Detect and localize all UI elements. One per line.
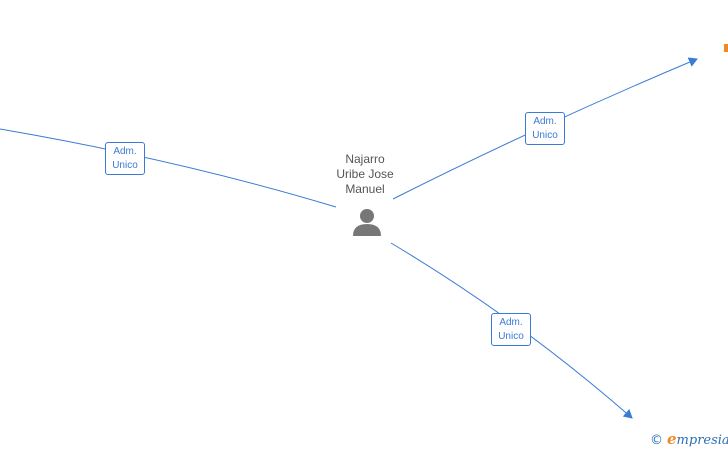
relation-role: Adm. bbox=[499, 317, 523, 328]
offscreen-node-marker bbox=[724, 44, 728, 52]
relation-role: Adm. bbox=[113, 146, 137, 157]
person-name-line-1: Najarro bbox=[345, 152, 385, 166]
relation-label-left[interactable]: Adm. Unico bbox=[105, 142, 145, 175]
person-name[interactable]: Najarro Uribe Jose Manuel bbox=[315, 152, 415, 197]
edge-left bbox=[0, 128, 337, 208]
relation-label-top-right[interactable]: Adm. Unico bbox=[525, 112, 565, 145]
relation-role: Adm. bbox=[533, 116, 557, 127]
person-name-line-2: Uribe Jose bbox=[336, 167, 394, 181]
brand-name: mpresia bbox=[676, 433, 728, 448]
relation-role-detail: Unico bbox=[498, 331, 524, 342]
brand-initial: e bbox=[667, 430, 677, 448]
empresia-watermark: © empresia bbox=[650, 430, 728, 448]
person-name-line-3: Manuel bbox=[345, 182, 385, 196]
relation-label-bottom-right[interactable]: Adm. Unico bbox=[491, 313, 531, 346]
copyright-icon: © bbox=[650, 433, 663, 448]
relation-role-detail: Unico bbox=[532, 130, 558, 141]
person-icon[interactable] bbox=[353, 209, 381, 236]
relation-role-detail: Unico bbox=[112, 160, 138, 171]
